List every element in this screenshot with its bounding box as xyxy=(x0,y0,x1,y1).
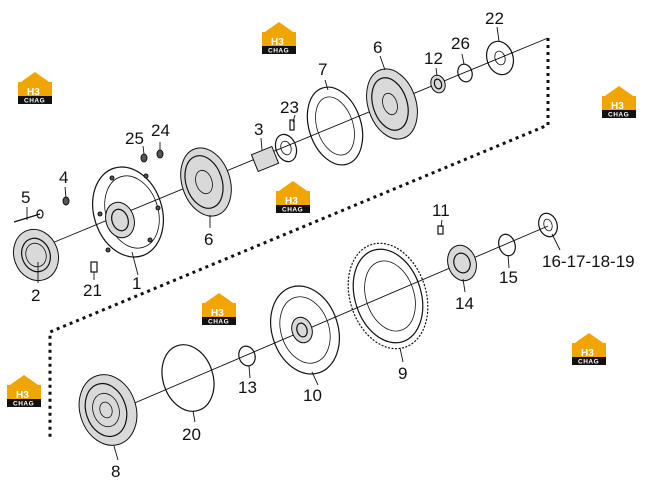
assembly-boundary-dashed-line xyxy=(48,38,550,440)
part-6-friction-disc-lower xyxy=(180,147,232,217)
callout-16-17-18-19: 16-17-18-19 xyxy=(542,252,635,271)
part-26-snap-ring xyxy=(457,63,473,83)
part-25-screw xyxy=(140,153,148,163)
callout-25: 25 xyxy=(125,129,144,148)
part-21-pin xyxy=(90,261,98,273)
callout-22: 22 xyxy=(485,9,504,28)
callout-7: 7 xyxy=(318,60,327,79)
part-8-drum xyxy=(78,374,138,446)
callout-21: 21 xyxy=(83,281,102,300)
part-12-bearing xyxy=(430,74,446,94)
svg-text:H3: H3 xyxy=(611,101,624,112)
part-2-seal xyxy=(12,228,60,282)
callout-14: 14 xyxy=(455,294,474,313)
callout-23: 23 xyxy=(280,98,299,117)
part-23-pin xyxy=(289,119,295,131)
callout-5: 5 xyxy=(21,188,30,207)
part-13-ring xyxy=(238,345,256,367)
brand-logo-watermark: H3 CHAG xyxy=(18,72,52,105)
svg-text:CHAG: CHAG xyxy=(13,401,34,408)
brand-logo-watermark: H3 CHAG xyxy=(7,375,41,408)
callout-11: 11 xyxy=(432,201,450,220)
brand-logo-watermark: H3 CHAG xyxy=(262,22,296,55)
brand-logo-watermark: H3 CHAG xyxy=(276,181,310,214)
callout-3: 3 xyxy=(254,120,263,139)
callout-15: 15 xyxy=(499,268,518,287)
callout-10: 10 xyxy=(303,386,322,405)
svg-text:CHAG: CHAG xyxy=(608,112,629,119)
part-22-shim xyxy=(485,40,515,76)
part-14-bearing xyxy=(447,244,477,282)
part-24-screw xyxy=(156,149,164,159)
svg-text:CHAG: CHAG xyxy=(24,98,45,105)
part-1-planet-carrier xyxy=(92,166,164,258)
svg-text:H3: H3 xyxy=(211,308,224,319)
brand-logo-watermark: H3 CHAG xyxy=(602,86,636,119)
callout-1: 1 xyxy=(132,274,141,293)
part-16-19-shims xyxy=(538,212,558,238)
svg-text:H3: H3 xyxy=(271,37,284,48)
part-6-friction-disc-upper xyxy=(366,68,418,140)
callout-4: 4 xyxy=(59,168,68,187)
callout-24: 24 xyxy=(151,121,170,140)
part-10-housing xyxy=(270,285,340,375)
part-4-washer xyxy=(62,196,70,206)
svg-text:CHAG: CHAG xyxy=(208,319,229,326)
svg-text:CHAG: CHAG xyxy=(282,207,303,214)
part-20-o-ring xyxy=(161,344,215,412)
svg-text:CHAG: CHAG xyxy=(268,48,289,55)
part-7-steel-plate xyxy=(306,86,364,166)
brand-logo-watermark: H3 CHAG xyxy=(572,333,606,366)
callout-9: 9 xyxy=(398,364,407,383)
part-5-bolt xyxy=(13,209,44,223)
part-3-splined-hub xyxy=(250,133,298,173)
callout-6-upper: 6 xyxy=(373,38,382,57)
callout-13: 13 xyxy=(238,378,257,397)
part-11-pin xyxy=(437,225,444,235)
svg-text:H3: H3 xyxy=(27,87,40,98)
callout-8: 8 xyxy=(111,462,120,481)
part-15-snap-ring xyxy=(498,233,516,257)
svg-text:H3: H3 xyxy=(285,196,298,207)
callout-20: 20 xyxy=(182,425,201,444)
callout-12: 12 xyxy=(424,49,443,68)
leader-lines xyxy=(26,26,561,461)
callout-6-lower: 6 xyxy=(204,230,213,249)
callout-2: 2 xyxy=(31,286,40,305)
svg-text:H3: H3 xyxy=(581,348,594,359)
part-9-ring-gear xyxy=(347,242,429,350)
callout-26: 26 xyxy=(451,34,470,53)
svg-text:H3: H3 xyxy=(16,390,29,401)
svg-text:CHAG: CHAG xyxy=(578,359,599,366)
brand-logo-watermark: H3 CHAG xyxy=(202,293,236,326)
